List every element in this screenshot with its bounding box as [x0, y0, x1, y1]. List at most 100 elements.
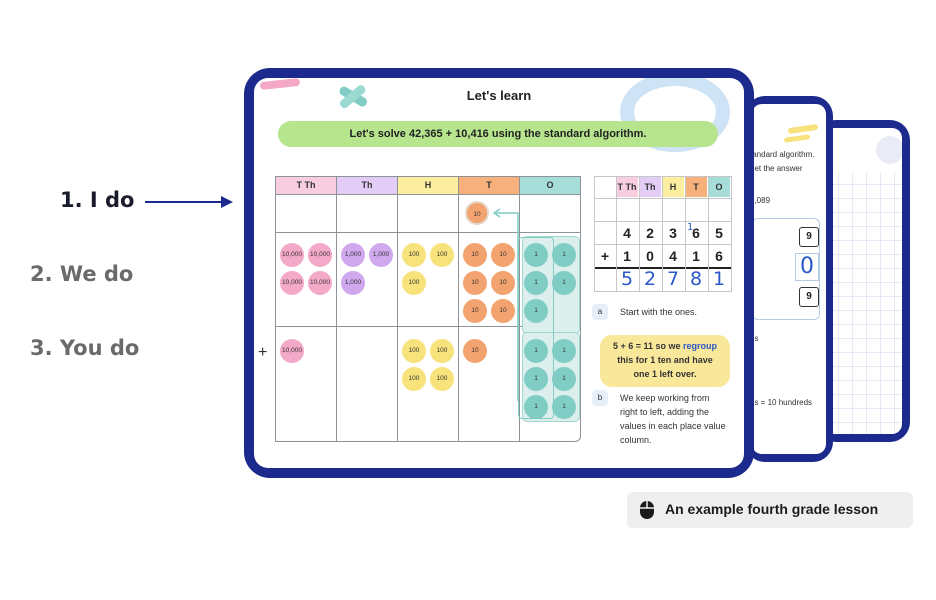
chip-ten[interactable]: 10	[463, 243, 487, 267]
chip-hundred[interactable]: 100	[430, 243, 454, 267]
decor-cross-icon	[339, 85, 368, 109]
divider	[276, 194, 580, 195]
step-b-line: We keep working from	[620, 393, 710, 403]
work-box: 9 0 9	[752, 218, 820, 320]
step-b-text: We keep working from right to left, addi…	[620, 391, 726, 447]
chip-one[interactable]: 1	[524, 271, 548, 295]
handwritten-digit: 0	[795, 253, 819, 281]
note-text: es	[752, 334, 759, 343]
chip-one[interactable]: 1	[524, 243, 548, 267]
grid-paper	[824, 136, 902, 434]
chip-ten[interactable]: 10	[491, 243, 515, 267]
divider	[276, 326, 580, 327]
divider	[519, 177, 520, 441]
place-value-chart: T Th Th H T O 10 10,000 10,000	[275, 176, 581, 442]
answer-digit: 5	[620, 268, 634, 290]
addend-digit: 6	[715, 248, 723, 264]
arrow-right-icon	[145, 196, 233, 208]
addend-digit: 1	[623, 248, 631, 264]
chip-one[interactable]: 1	[552, 271, 576, 295]
chip-hundred[interactable]: 100	[402, 271, 426, 295]
alg-header-th: Th	[639, 177, 661, 197]
chip-ten-thousand[interactable]: 10,000	[308, 243, 332, 267]
answer-digit: 7	[666, 268, 680, 290]
addend-digit: 1	[692, 248, 700, 264]
standard-algorithm-grid: T Th Th H T O 1 4 2 3 6 5 + 1	[594, 176, 734, 292]
step-a-badge: a	[592, 304, 608, 320]
caption-chip: An example fourth grade lesson	[627, 492, 913, 528]
decor-stroke	[787, 123, 819, 135]
decor-stroke	[783, 134, 811, 143]
operator-plus: +	[600, 248, 610, 264]
chip-ten[interactable]: 10	[463, 271, 487, 295]
chip-one[interactable]: 1	[552, 339, 576, 363]
digit-box: 9	[799, 287, 819, 307]
chip-ten[interactable]: 10	[491, 299, 515, 323]
addend-digit: 3	[669, 225, 677, 241]
divider	[397, 177, 398, 441]
lesson-header: Let's learn	[466, 88, 532, 103]
chip-one[interactable]: 1	[552, 395, 576, 419]
addend-digit: 6	[692, 225, 700, 241]
chip-ten-thousand[interactable]: 10,000	[280, 271, 304, 295]
grid-line	[685, 176, 686, 292]
chip-thousand[interactable]: 1,000	[341, 271, 365, 295]
step-b-line: column.	[620, 435, 652, 445]
step-we-do[interactable]: 2. We do	[30, 262, 134, 286]
chip-ten[interactable]: 10	[463, 339, 487, 363]
chip-ten[interactable]: 10	[463, 299, 487, 323]
explanation-bubble: 5 + 6 = 11 so we regroup this for 1 ten …	[600, 335, 730, 387]
chip-ten-thousand[interactable]: 10,000	[308, 271, 332, 295]
chip-one[interactable]: 1	[524, 299, 548, 323]
chip-ten[interactable]: 10	[491, 271, 515, 295]
column-header-t: T	[459, 177, 519, 194]
plus-sign: +	[258, 344, 268, 361]
chip-ten-thousand[interactable]: 10,000	[280, 339, 304, 363]
addend-digit: 5	[715, 225, 723, 241]
carry-digit: 1	[687, 222, 694, 233]
step-b-line: right to left, adding the	[620, 407, 710, 417]
lesson-card-main[interactable]: Let's learn Let's solve 42,365 + 10,416 …	[244, 68, 754, 478]
step-you-do[interactable]: 3. You do	[30, 336, 140, 360]
divider	[336, 177, 337, 441]
step-a-text: Start with the ones.	[620, 307, 698, 317]
addend-digit: 4	[669, 248, 677, 264]
bubble-text: this for 1 ten and have	[617, 355, 713, 365]
chip-hundred[interactable]: 100	[430, 339, 454, 363]
alg-header-tth: T Th	[616, 177, 638, 197]
answer-digit: 1	[712, 268, 726, 290]
divider	[276, 232, 580, 233]
alg-header-t: T	[685, 177, 707, 197]
chip-hundred[interactable]: 100	[402, 243, 426, 267]
chip-one[interactable]: 1	[524, 395, 548, 419]
chip-hundred[interactable]: 100	[402, 339, 426, 363]
step-i-do[interactable]: 1. I do	[60, 188, 135, 212]
carry-ten-chip[interactable]: 10	[465, 201, 489, 225]
column-header-h: H	[398, 177, 458, 194]
chip-hundred[interactable]: 100	[430, 367, 454, 391]
grid-line	[708, 176, 709, 292]
chip-one[interactable]: 1	[552, 243, 576, 267]
chip-thousand[interactable]: 1,000	[369, 243, 393, 267]
answer-digit: 8	[689, 268, 703, 290]
column-header-tth: T Th	[276, 177, 336, 194]
chip-ten-thousand[interactable]: 10,000	[280, 243, 304, 267]
grid-line	[662, 176, 663, 292]
column-header-o: O	[520, 177, 580, 194]
chip-thousand[interactable]: 1,000	[341, 243, 365, 267]
column-header-th: Th	[337, 177, 397, 194]
answer-text: 9,089	[752, 196, 771, 205]
regroup-link[interactable]: regroup	[683, 341, 718, 351]
grid-line	[639, 176, 640, 292]
bubble-text: 5 + 6 = 11 so we	[612, 341, 684, 351]
grid-line	[594, 176, 595, 292]
chip-hundred[interactable]: 100	[402, 367, 426, 391]
chip-one[interactable]: 1	[552, 367, 576, 391]
banner-text: Let's solve 42,365 + 10,416 using the st…	[349, 128, 647, 140]
chip-one[interactable]: 1	[524, 367, 548, 391]
chip-one[interactable]: 1	[524, 339, 548, 363]
mouse-icon	[640, 501, 654, 519]
instruction-text: get the answer	[752, 164, 803, 173]
addend-digit: 2	[646, 225, 654, 241]
lesson-card-back-1[interactable]: tandard algorithm. get the answer 9,089 …	[745, 96, 833, 462]
